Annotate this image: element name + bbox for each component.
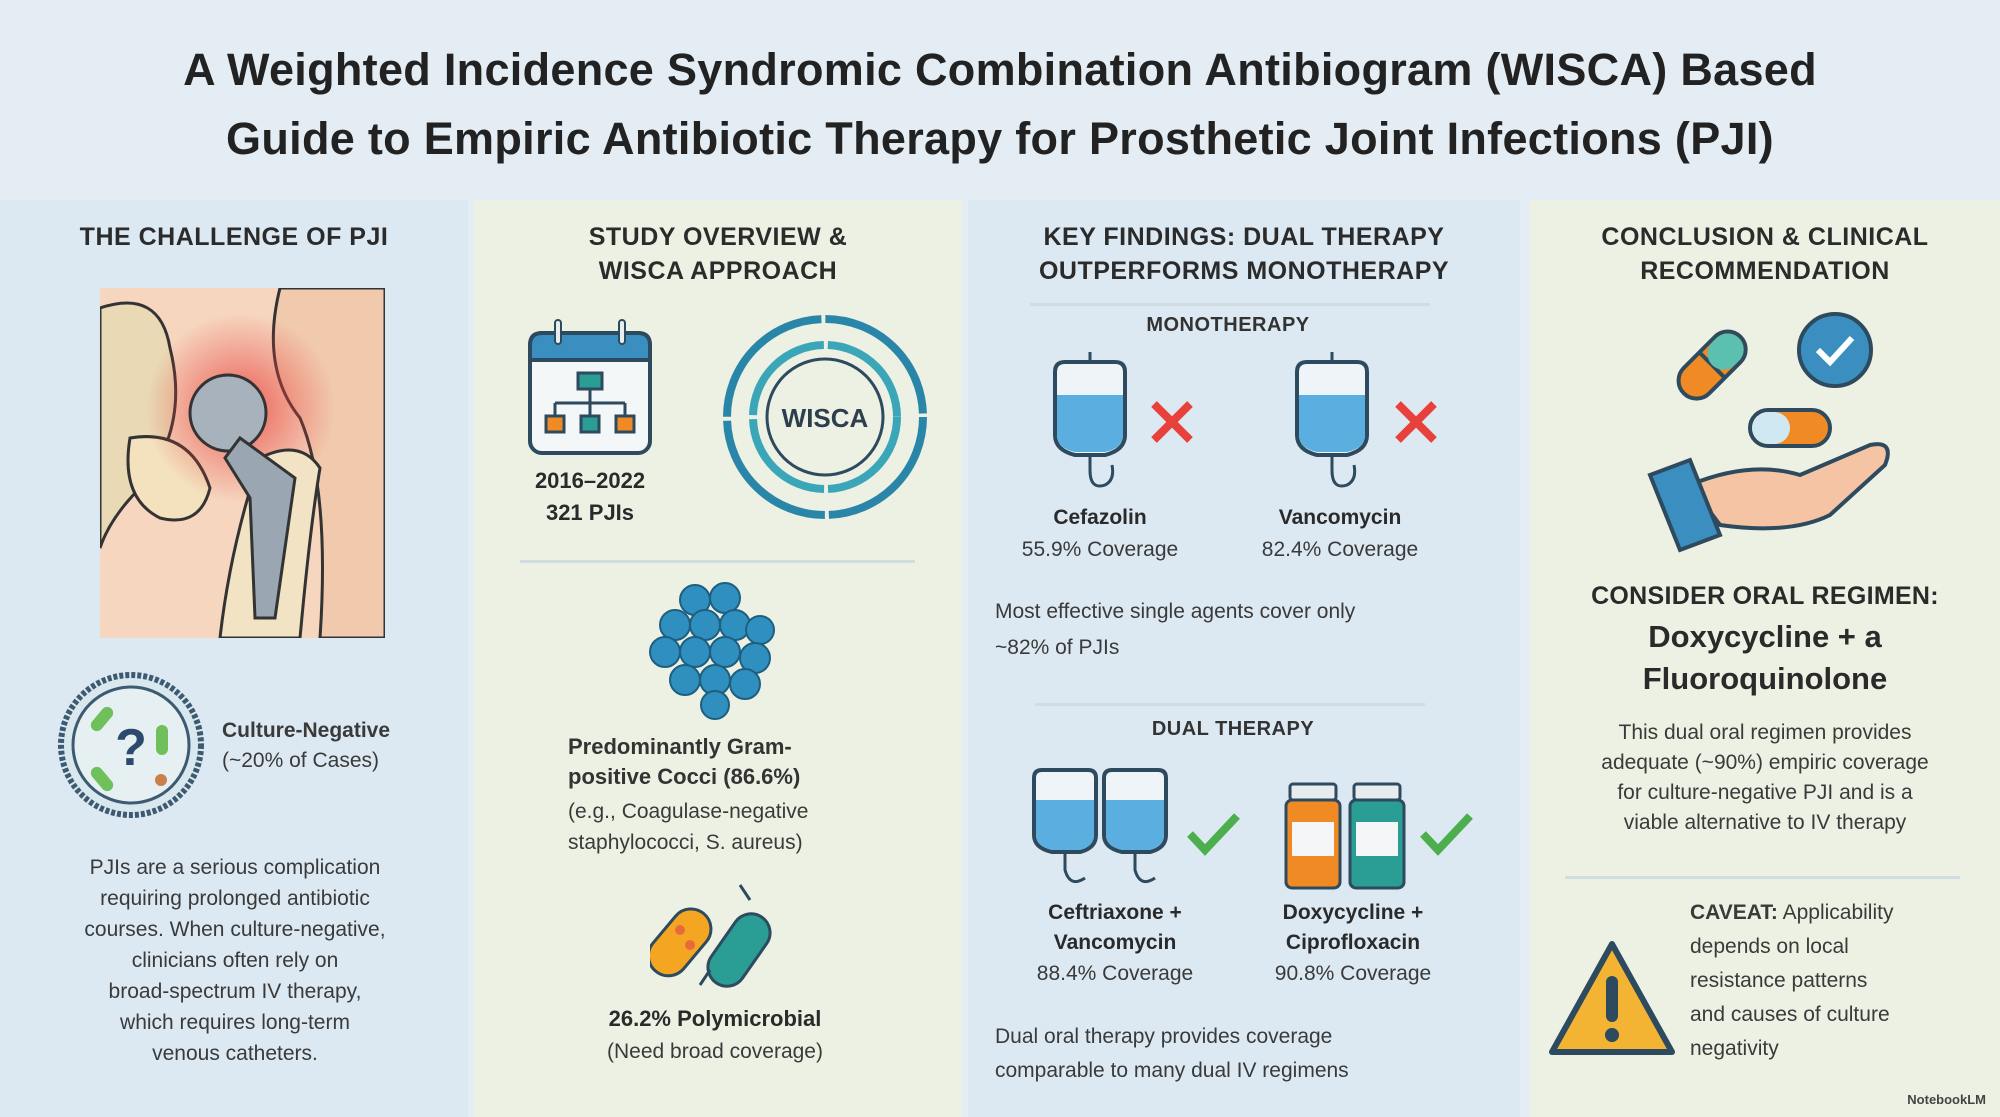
cocci-example-line: staphylococci, S. aureus) [568,831,803,854]
regimen-line: Doxycycline + [1282,901,1424,924]
paragraph-line: which requires long-term [120,1011,350,1034]
challenge-heading: THE CHALLENGE OF PJI [79,223,389,251]
cocci-title-line: Predominantly Gram- [568,734,792,759]
caveat-text: CAVEAT: Applicability depends on local r… [1690,896,1893,1066]
caveat-line: Applicability [1782,901,1894,924]
hip-prosthesis-icon [100,288,385,638]
culture-negative-percent: (~20% of Cases) [222,749,379,772]
pill-bottles-icon [1284,782,1406,890]
heading-line: OUTPERFORMS MONOTHERAPY [1038,257,1450,285]
notebooklm-watermark: NotebookLM [1907,1092,1986,1107]
paragraph-line: broad-spectrum IV therapy, [108,980,362,1003]
note-line: comparable to many dual IV regimens [995,1059,1349,1082]
paragraph-line: for culture-negative PJI and is a [1617,781,1913,804]
check-mark-icon [1187,813,1240,856]
note-line: Most effective single agents cover only [995,600,1356,623]
study-years: 2016–2022 [534,468,646,493]
regimen-line: Vancomycin [1053,931,1177,954]
x-mark-icon [1151,401,1193,443]
divider [1565,876,1960,879]
paragraph-line: This dual oral regimen provides [1618,721,1912,744]
paragraph-line: venous catheters. [152,1042,318,1065]
warning-triangle-icon [1549,941,1675,1055]
dual-note: Dual oral therapy provides coverage comp… [995,1020,1349,1088]
cocci-title-line: positive Cocci (86.6%) [568,764,801,789]
conclusion-paragraph: This dual oral regimen provides adequate… [1540,718,1990,838]
mono-drug-coverage: 55.9% Coverage [1021,538,1179,561]
dual-regimen-coverage: 88.4% Coverage [1036,962,1194,985]
findings-heading: KEY FINDINGS: DUAL THERAPY OUTPERFORMS M… [968,220,1520,288]
paragraph-line: courses. When culture-negative, [84,918,386,941]
divider [520,560,915,563]
polymicrobial-sub: (Need broad coverage) [607,1040,823,1063]
caveat-line: resistance patterns [1690,969,1868,992]
regimen-line: Doxycycline + a [1648,619,1882,654]
regimen-line: Fluoroquinolone [1642,661,1888,696]
check-mark-icon [1420,813,1473,856]
mono-drug-coverage: 82.4% Coverage [1261,538,1419,561]
polymicrobial-title: 26.2% Polymicrobial [608,1006,822,1031]
iv-bag-icon [1053,352,1127,488]
study-heading: STUDY OVERVIEW & WISCA APPROACH [474,220,962,288]
oral-regimen: Doxycycline + a Fluoroquinolone [1530,616,2000,700]
mono-drug-name: Cefazolin [1053,506,1147,529]
wisca-ring-icon [723,315,927,519]
heading-line: RECOMMENDATION [1640,257,1890,285]
caveat-line: negativity [1690,1037,1779,1060]
cocci-title: Predominantly Gram- positive Cocci (86.6… [568,732,800,792]
caveat-label: CAVEAT: [1690,901,1778,924]
hand-pills-check-icon [1647,312,1890,553]
paragraph-line: clinicians often rely on [131,949,339,972]
wisca-label: WISCA [781,403,869,433]
heading-line: KEY FINDINGS: DUAL THERAPY [1043,223,1445,251]
paragraph-line: PJIs are a serious complication [89,856,381,879]
regimen-line: Ceftriaxone + [1048,901,1182,924]
iv-bag-icon [1295,352,1369,488]
x-mark-icon [1395,401,1437,443]
heading-line: WISCA APPROACH [598,257,838,285]
mono-drug-name: Vancomycin [1278,506,1402,529]
note-line: Dual oral therapy provides coverage [995,1025,1333,1048]
bacteria-icon [650,884,772,988]
svg-text:?: ? [115,719,147,777]
dual-therapy-label: DUAL THERAPY [1151,718,1315,740]
study-count: 321 PJIs [545,500,635,525]
mono-note: Most effective single agents cover only … [995,594,1355,666]
paragraph-line: adequate (~90%) empiric coverage [1601,751,1929,774]
caveat-line: depends on local [1690,935,1849,958]
dual-regimen-name: Ceftriaxone + Vancomycin [1010,898,1220,958]
divider [1035,703,1425,706]
paragraph-line: requiring prolonged antibiotic [100,887,370,910]
consider-oral-label: CONSIDER ORAL REGIMEN: [1591,582,1939,610]
culture-negative-label: Culture-Negative [222,719,391,742]
divider [1030,303,1430,306]
challenge-paragraph: PJIs are a serious complication requirin… [20,852,450,1069]
panel-key-findings [968,200,1520,1117]
caveat-line: and causes of culture [1690,1003,1890,1026]
cocci-examples: (e.g., Coagulase-negative staphylococci,… [568,796,809,858]
title-line-1: A Weighted Incidence Syndromic Combinati… [183,44,1817,95]
culture-dish-question-icon: ? [58,672,204,818]
note-line: ~82% of PJIs [995,636,1120,659]
cocci-example-line: (e.g., Coagulase-negative [568,800,809,823]
heading-line: CONCLUSION & CLINICAL [1601,223,1929,251]
cocci-cluster-icon [649,582,775,720]
title-line-2: Guide to Empiric Antibiotic Therapy for … [226,113,1774,164]
regimen-line: Ciprofloxacin [1285,931,1421,954]
dual-iv-bags-icon [1032,768,1168,884]
conclusion-heading: CONCLUSION & CLINICAL RECOMMENDATION [1530,220,2000,288]
dual-regimen-name: Doxycycline + Ciprofloxacin [1248,898,1458,958]
heading-line: STUDY OVERVIEW & [588,223,848,251]
dual-regimen-coverage: 90.8% Coverage [1274,962,1432,985]
paragraph-line: viable alternative to IV therapy [1623,811,1907,834]
monotherapy-label: MONOTHERAPY [1146,314,1310,336]
calendar-flowchart-icon [528,319,652,455]
